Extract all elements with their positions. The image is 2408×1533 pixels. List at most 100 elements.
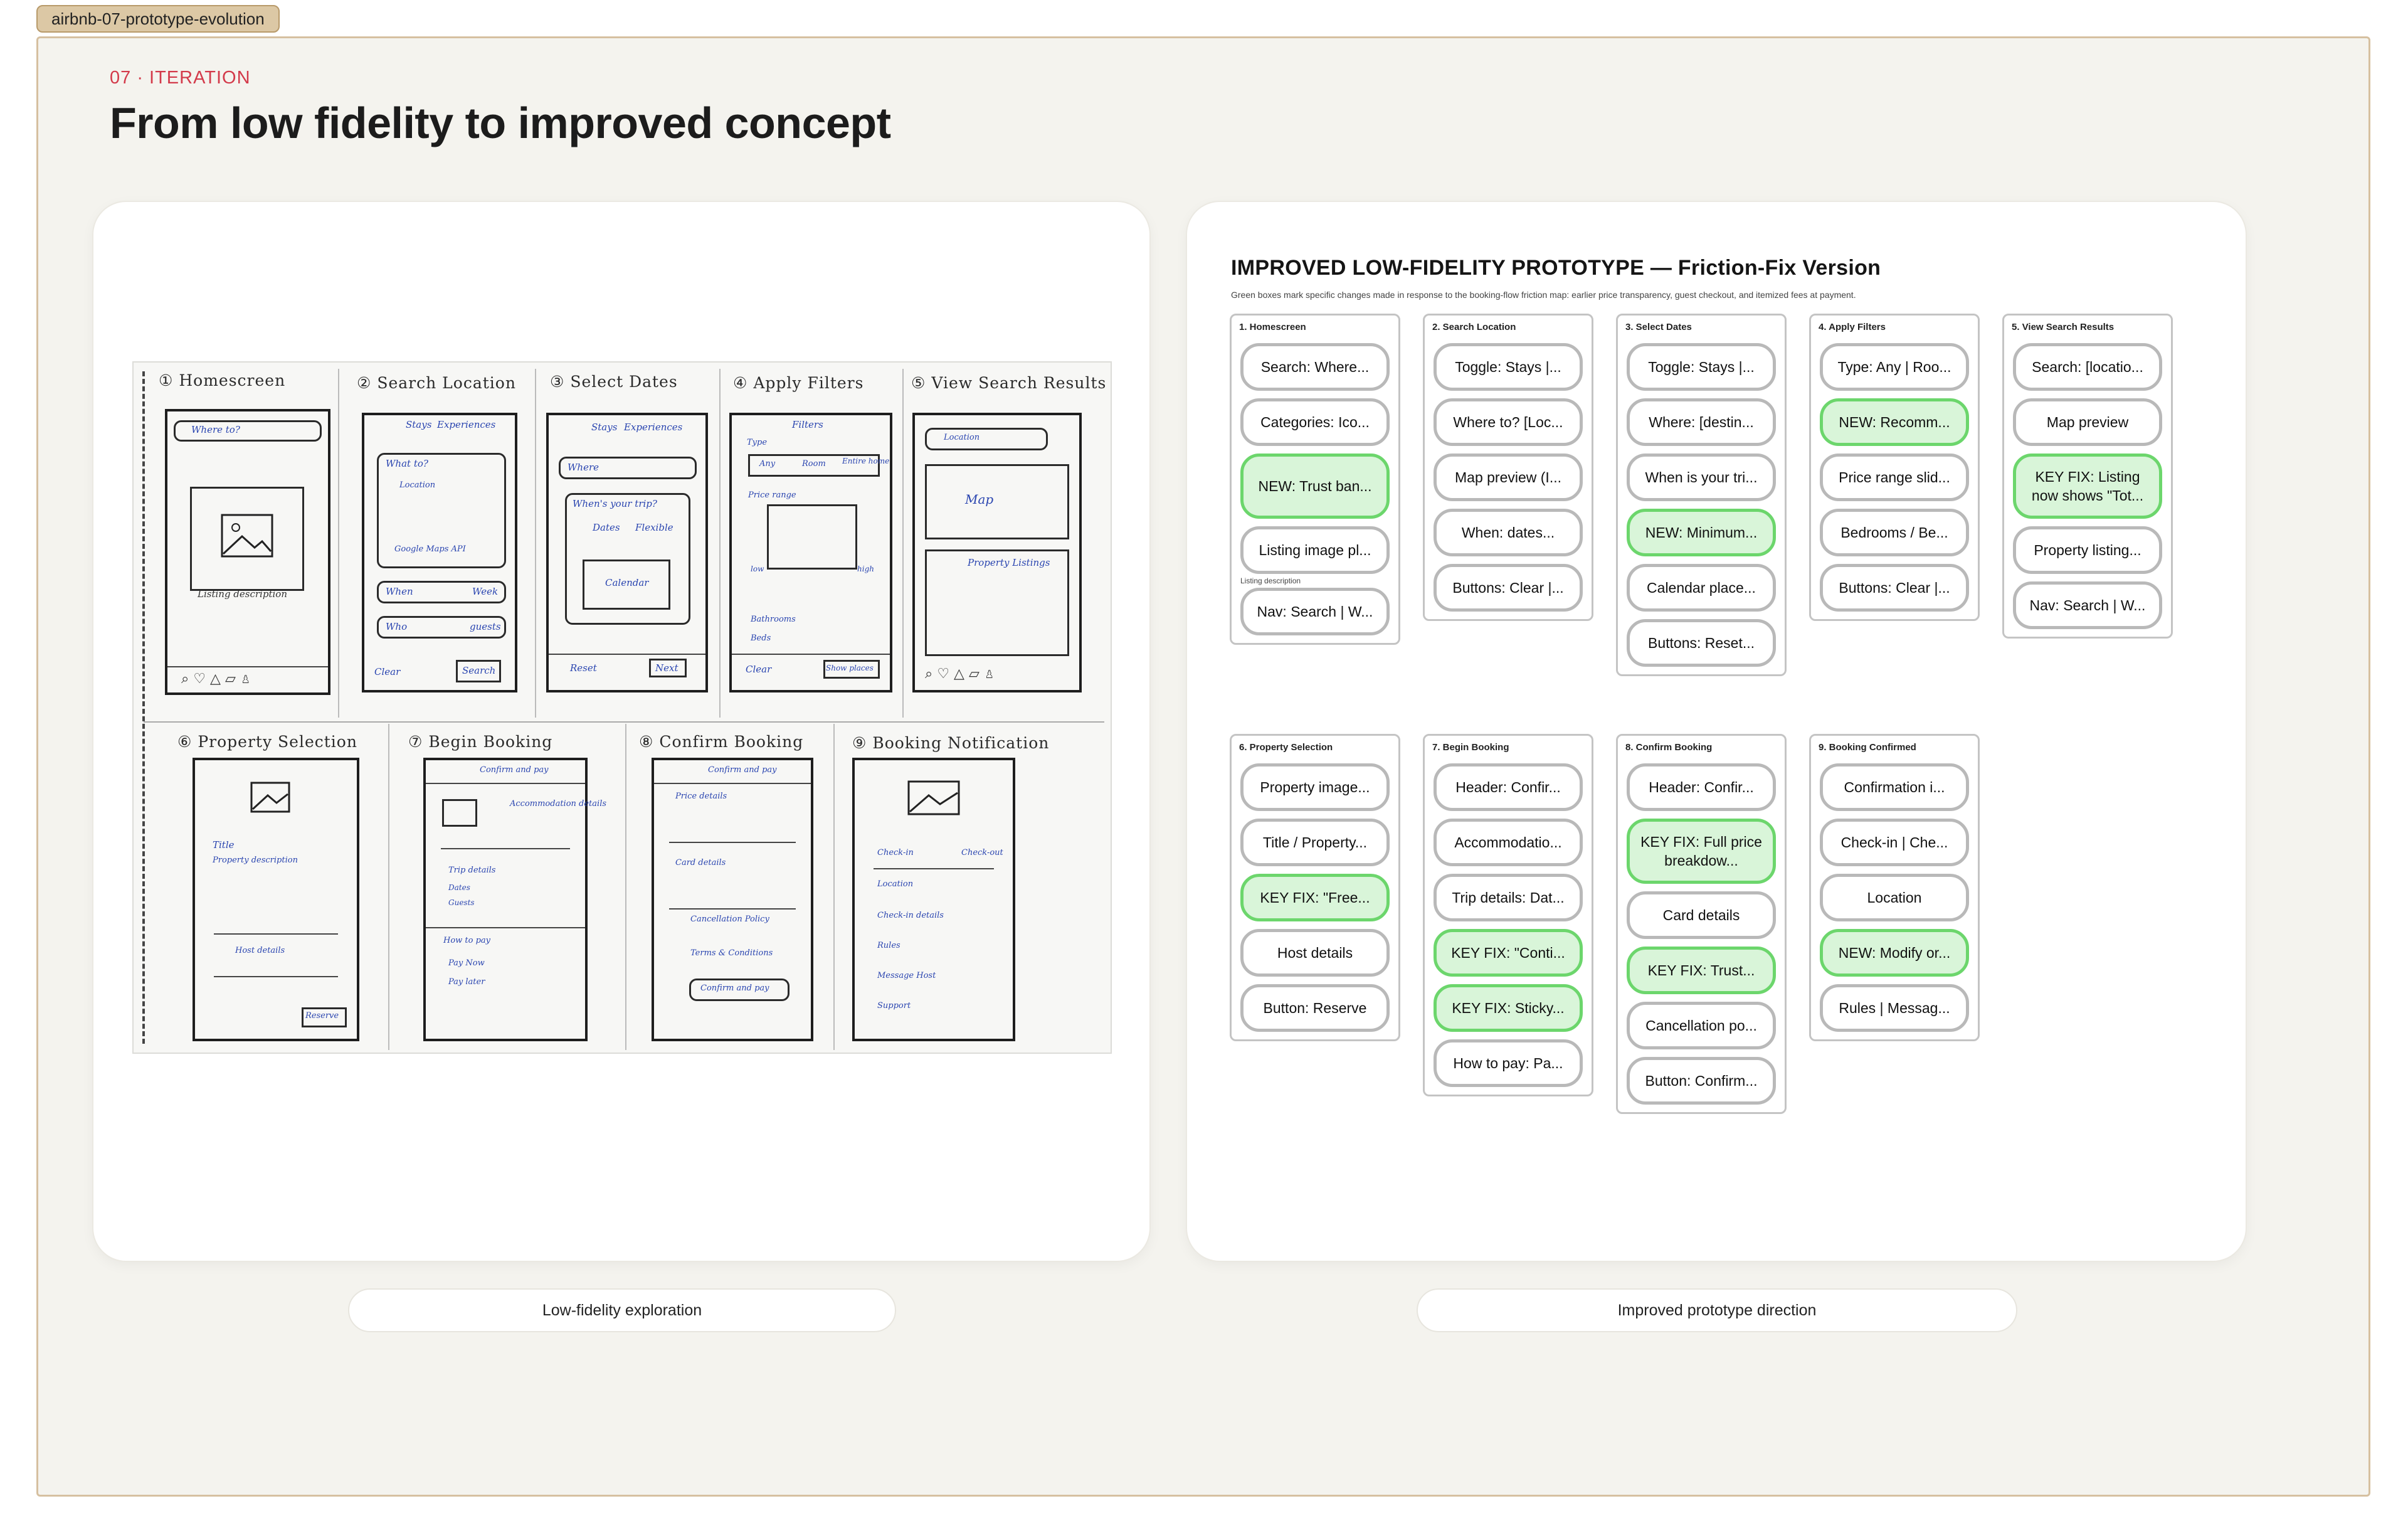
sketch-note: Pay Now [448,958,485,968]
where-box-sketch [377,453,506,568]
sketch-note: When's your trip? [573,498,657,509]
header-divider [426,783,585,784]
section-divider [669,908,796,910]
footer-divider [732,654,890,655]
component-chip[interactable]: Button: Confirm... [1627,1057,1776,1105]
component-chip[interactable]: Search: [locatio... [2013,343,2162,391]
component-chip[interactable]: Cancellation po... [1627,1002,1776,1049]
component-chip[interactable]: Buttons: Clear |... [1434,564,1583,612]
component-chip[interactable]: Accommodatio... [1434,819,1583,866]
flow-column-title: 6. Property Selection [1239,742,1333,753]
sketch-note: Google Maps API [394,544,466,554]
component-chip[interactable]: Buttons: Reset... [1627,619,1776,667]
component-chip[interactable]: Location [1820,874,1969,921]
component-chip[interactable]: Nav: Search | W... [2013,581,2162,629]
sketch-note: Type [747,438,768,447]
phone-search-location: Stays Experiences What to? Location Goog… [362,413,517,692]
component-chip[interactable]: When is your tri... [1627,454,1776,501]
search-bar-sketch [174,420,322,442]
sketch-divider [902,369,904,718]
sketch-note: Stays [591,422,618,433]
component-chip[interactable]: Property listing... [2013,526,2162,574]
fix-chip[interactable]: NEW: Recomm... [1820,398,1969,446]
component-chip[interactable]: Host details [1240,929,1390,977]
component-chip[interactable]: Confirmation i... [1820,763,1969,811]
sketch-note: When [386,586,413,597]
sketch-note: Terms & Conditions [690,948,773,958]
column-note: Listing description [1240,576,1301,585]
phone-confirm-booking: Confirm and pay Price details Card detai… [652,758,813,1041]
sketch-note: Next [655,662,679,674]
section-divider [214,933,338,935]
fix-chip[interactable]: NEW: Modify or... [1820,929,1969,977]
component-chip[interactable]: When: dates... [1434,509,1583,556]
section-divider [669,842,796,843]
sketch-note: Reset [570,662,597,674]
lowfi-card: ① Homescreen ② Search Location ③ Select … [93,202,1149,1261]
fix-chip[interactable]: KEY FIX: "Free... [1240,874,1390,921]
frame-label-apply-filters: ④ Apply Filters [733,374,864,392]
component-chip[interactable]: Nav: Search | W... [1240,588,1390,635]
sketch-note: Confirm and pay [480,765,549,775]
component-chip[interactable]: Map preview [2013,398,2162,446]
fix-chip[interactable]: KEY FIX: Listing now shows "Tot... [2013,454,2162,519]
sketch-note: Title [213,839,235,851]
component-chip[interactable]: Type: Any | Roo... [1820,343,1969,391]
component-chip[interactable]: Search: Where... [1240,343,1390,391]
component-chip[interactable]: Calendar place... [1627,564,1776,612]
frame-label-search-results: ⑤ View Search Results [911,374,1107,392]
component-chip[interactable]: Header: Confir... [1627,763,1776,811]
component-chip[interactable]: Card details [1627,891,1776,939]
component-chip[interactable]: Toggle: Stays |... [1627,343,1776,391]
component-chip[interactable]: Title / Property... [1240,819,1390,866]
sketch-note: What to? [386,458,428,469]
flow-column-title: 3. Select Dates [1625,322,1692,332]
fix-chip[interactable]: NEW: Trust ban... [1240,454,1390,519]
sketch-note: Price range [748,491,796,500]
flow-column-title: 2. Search Location [1432,322,1516,332]
phone-homescreen: Where to? Listing description ⌕ ♡ △ ▱ ♙ [165,409,330,695]
file-tag: airbnb-07-prototype-evolution [36,5,280,33]
component-chip[interactable]: Bedrooms / Be... [1820,509,1969,556]
prototype-title: IMPROVED LOW-FIDELITY PROTOTYPE — Fricti… [1231,256,1881,280]
where-box-sketch [559,457,697,479]
component-chip[interactable]: Trip details: Dat... [1434,874,1583,921]
component-chip[interactable]: How to pay: Pa... [1434,1039,1583,1087]
who-box-sketch [377,616,506,639]
page-title: From low fidelity to improved concept [110,98,891,147]
fix-chip[interactable]: KEY FIX: Sticky... [1434,984,1583,1032]
component-chip[interactable]: Toggle: Stays |... [1434,343,1583,391]
component-chip[interactable]: Property image... [1240,763,1390,811]
fix-chip[interactable]: NEW: Minimum... [1627,509,1776,556]
section-divider [426,927,585,928]
sketch-note: Map [965,492,994,507]
sketch-divider [719,369,721,718]
component-chip[interactable]: Price range slid... [1820,454,1969,501]
component-chip[interactable]: Map preview (I... [1434,454,1583,501]
sketch-divider [388,724,389,1050]
fix-chip[interactable]: KEY FIX: "Conti... [1434,929,1583,977]
frame-label-homescreen: ① Homescreen [159,371,286,390]
component-chip[interactable]: Where to? [Loc... [1434,398,1583,446]
fix-chip[interactable]: KEY FIX: Full price breakdow... [1627,819,1776,884]
nav-divider [167,666,328,667]
flow-column-title: 1. Homescreen [1239,322,1306,332]
component-chip[interactable]: Rules | Messag... [1820,984,1969,1032]
sketch-note: Support [877,1001,911,1011]
component-chip[interactable]: Header: Confir... [1434,763,1583,811]
sketch-note: Clear [746,664,772,675]
component-chip[interactable]: Categories: Ico... [1240,398,1390,446]
fix-chip[interactable]: KEY FIX: Trust... [1627,947,1776,994]
component-chip[interactable]: Check-in | Che... [1820,819,1969,866]
component-chip[interactable]: Button: Reserve [1240,984,1390,1032]
show-places-button-sketch [823,660,880,679]
component-chip[interactable]: Buttons: Clear |... [1820,564,1969,612]
image-placeholder-sketch [442,799,477,827]
component-chip[interactable]: Listing image pl... [1240,526,1390,574]
flow-column-title: 9. Booking Confirmed [1819,742,1916,753]
next-button-sketch [649,659,687,677]
component-chip[interactable]: Where: [destin... [1627,398,1776,446]
image-icon [250,782,290,813]
